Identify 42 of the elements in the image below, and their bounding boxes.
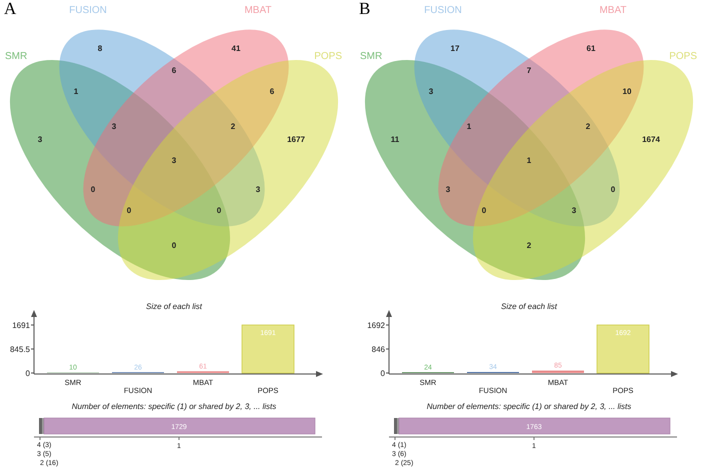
count-label: 3 [572,206,576,215]
tick-label: 1692 [367,321,385,330]
count-label: 2 [526,241,532,250]
count-label: 6 [270,87,274,96]
count-label: 11 [390,135,400,144]
tick-label: 1691 [12,321,30,330]
count-label: 1 [74,87,78,96]
count-label: 3 [38,135,42,144]
chart-title: Size of each list [146,302,202,311]
count-label: 1677 [287,135,305,144]
count-label: 3 [428,87,434,96]
count-label: 41 [232,44,240,53]
count-label: 1 [526,156,532,165]
count-label: 0 [610,185,616,194]
count-label: 0 [482,206,486,215]
panel-letter: A [4,0,16,18]
count-label: 3 [446,185,450,194]
count-label: 1674 [642,135,660,144]
tick-label: 0 [380,369,385,378]
tick-label: 0 [26,369,30,378]
count-label: 2 [230,122,236,131]
chart-title: Size of each list [500,302,558,311]
count-label: 0 [90,185,96,194]
count-label: 0 [172,241,176,250]
count-label: 3 [172,156,176,165]
count-label: 8 [98,44,102,53]
count-label: 10 [622,87,632,96]
chart-title: Number of elements: specific (1) or shared by 2, 3, ... lists [426,402,632,411]
count-label: 7 [526,66,532,75]
count-label: 0 [216,206,222,215]
panel-letter: B [359,0,370,18]
count-label: 3 [256,185,260,194]
count-label: 6 [172,66,176,75]
count-label: 2 [586,122,590,131]
chart-title: Number of elements: specific (1) or shared by 2, 3, ... lists [72,402,276,411]
count-label: 61 [586,44,596,53]
tick-label: 845.5 [10,345,30,354]
tick-label: 846 [372,345,385,354]
count-label: 0 [126,206,132,215]
count-label: 1 [466,122,472,131]
count-label: 3 [112,122,116,131]
count-label: 17 [450,44,460,53]
